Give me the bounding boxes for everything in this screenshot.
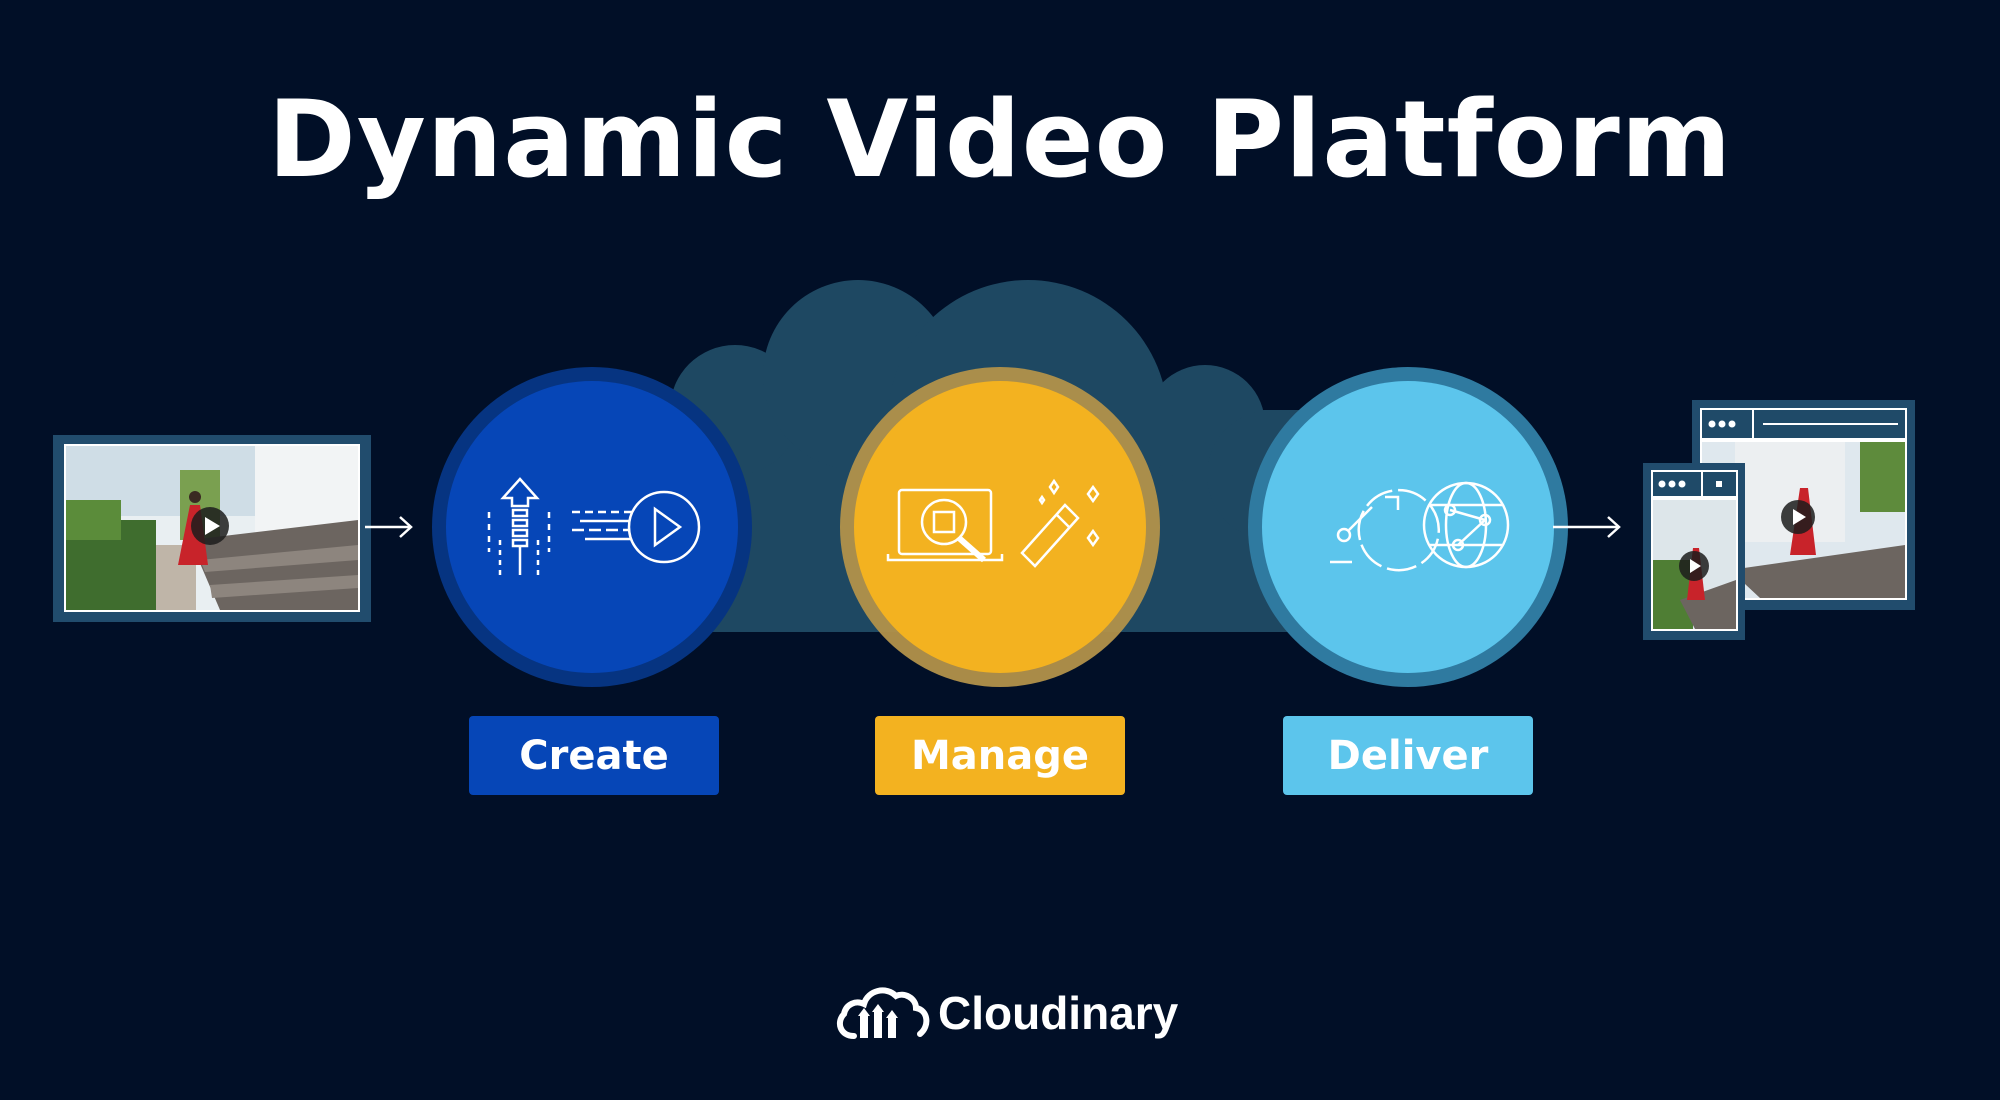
manage-circle — [840, 367, 1160, 687]
cloudinary-logo-icon — [836, 987, 930, 1039]
globe-network-icon — [1422, 481, 1510, 569]
step-label-deliver: Deliver — [1283, 716, 1533, 795]
fast-play-icon — [572, 490, 701, 564]
step-label-manage: Manage — [875, 716, 1125, 795]
upload-arrow-icon — [487, 477, 551, 575]
arrow-in — [365, 516, 413, 538]
arrow-out — [1553, 516, 1621, 538]
step-label-create: Create — [469, 716, 719, 795]
brand-logo: Cloudinary — [834, 978, 1178, 1048]
speedometer-icon — [1330, 488, 1441, 572]
page-title: Dynamic Video Platform — [267, 78, 1733, 201]
multi-device-video-icon — [1643, 400, 1915, 640]
magic-wand-icon — [1020, 478, 1100, 568]
create-circle — [432, 367, 752, 687]
brand-name: Cloudinary — [938, 987, 1179, 1039]
deliver-circle — [1248, 367, 1568, 687]
laptop-search-icon — [886, 488, 1004, 563]
input-video-thumbnail — [53, 435, 371, 622]
